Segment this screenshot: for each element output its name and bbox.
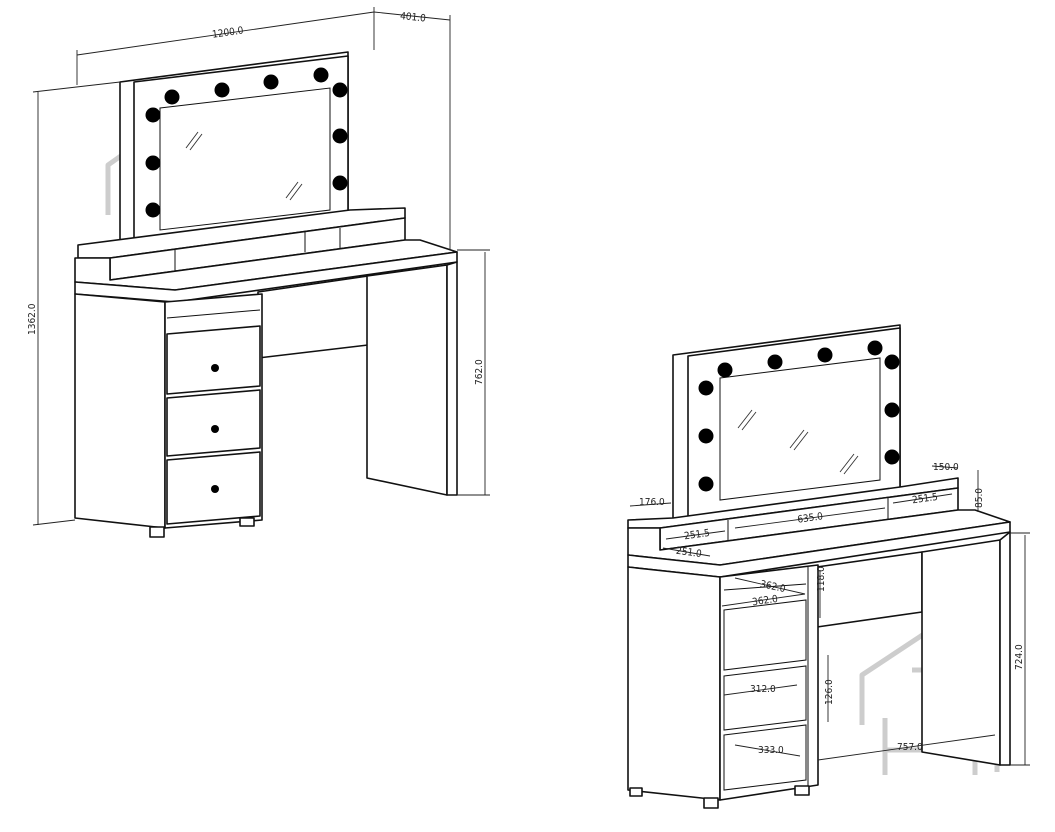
right-view: 176.0 150.0 251.5 85.0 251.5 635.0 251.0… [627, 324, 1030, 809]
light-bulbs-right [698, 340, 900, 492]
dim-top-shelf-depth: 150.0 [933, 462, 959, 473]
dim-left-offset: 251.0 [675, 546, 702, 561]
mirror-left [119, 51, 349, 246]
dim-top-drawer-height: 118.0 [816, 566, 827, 592]
dim-mid-drawer-width: 312.0 [750, 684, 776, 695]
right-dimensions: 176.0 150.0 251.5 85.0 251.5 635.0 251.0… [629, 462, 1030, 766]
mirror-right [672, 324, 901, 521]
dim-drawer-top-width-a: 362.0 [759, 579, 787, 595]
dim-desk-height-right: 724.0 [1014, 644, 1025, 670]
dim-width: 1200.0 [212, 25, 245, 40]
dim-bottom-drawer-width: 333.0 [758, 745, 784, 756]
dim-right-compartment: 251.5 [912, 492, 939, 506]
dim-center-compartment: 635.0 [797, 511, 824, 526]
left-view: 1200.0 401.0 1362.0 762.0 [27, 7, 490, 538]
desk-left [74, 239, 458, 538]
dim-desk-height: 762.0 [474, 359, 485, 385]
left-dimensions: 1200.0 401.0 1362.0 762.0 [27, 7, 490, 526]
dim-depth: 401.0 [400, 11, 427, 25]
dim-left-compartment: 251.5 [684, 528, 711, 542]
top-shelf-left [77, 207, 406, 281]
dim-drawer-height: 126.0 [824, 679, 835, 705]
dim-total-height: 1362.0 [27, 303, 38, 335]
light-bulbs-left [145, 67, 348, 218]
dim-knee-space: 757.0 [897, 742, 923, 753]
dim-shelf-height: 85.0 [974, 488, 985, 508]
desk-right [627, 509, 1011, 809]
dim-shelf-side: 176.0 [639, 497, 665, 508]
dim-drawer-top-width-b: 362.0 [752, 594, 779, 609]
